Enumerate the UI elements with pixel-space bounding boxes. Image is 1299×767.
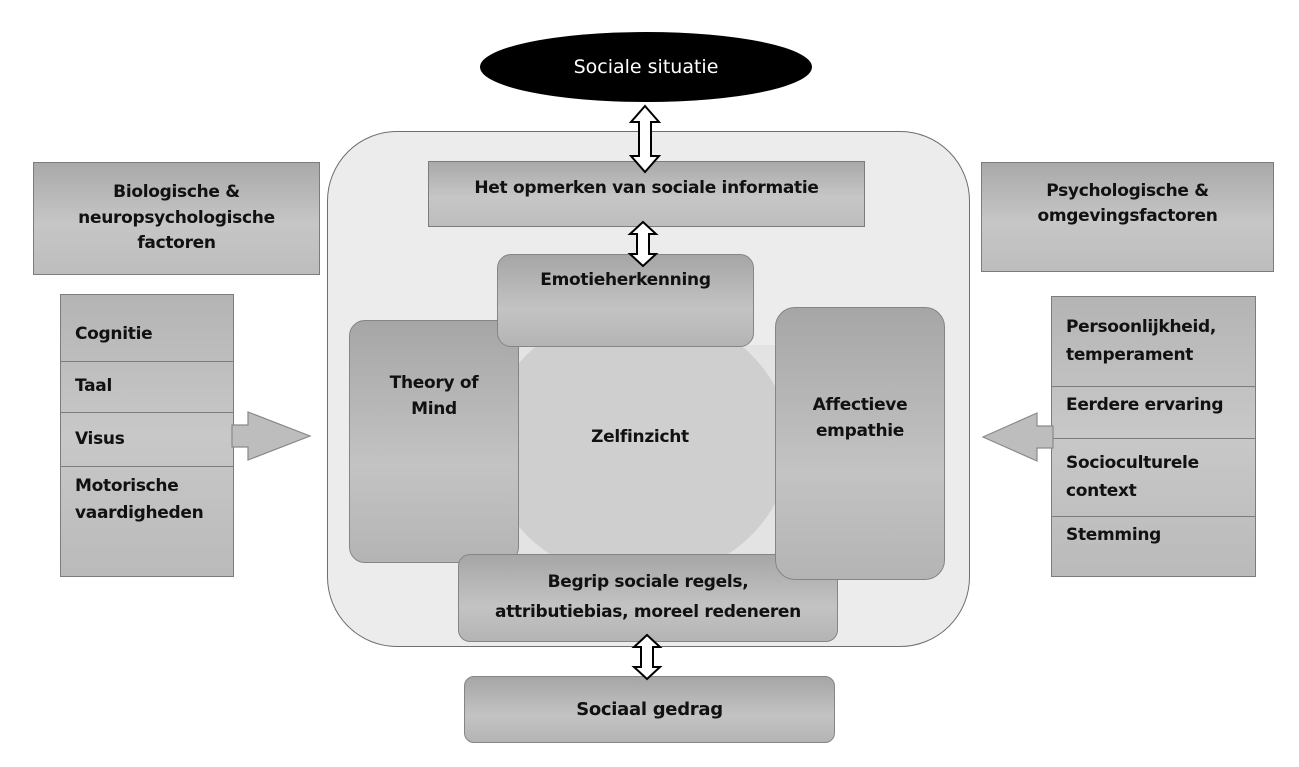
list-item-eerdere-ervaring: Eerdere ervaring — [1052, 387, 1255, 439]
list-item-label: Stemming — [1066, 525, 1162, 545]
double-arrow-icon — [631, 633, 663, 681]
list-item-label: Eerdere ervaring — [1066, 395, 1224, 415]
theory-of-mind-box: Theory of Mind — [349, 320, 519, 563]
double-arrow-icon — [628, 104, 662, 174]
zelfinzicht-label: Zelfinzicht — [591, 427, 689, 448]
sociale-situatie-label: Sociale situatie — [573, 56, 719, 78]
list-item-label: Motorische vaardigheden — [75, 476, 204, 524]
list-item-label: Taal — [75, 376, 112, 397]
list-item-persoonlijkheid: Persoonlijkheid, temperament — [1052, 297, 1255, 387]
list-item-stemming: Stemming — [1052, 517, 1255, 576]
list-item-cognitie: Cognitie — [61, 295, 233, 362]
right-arrow-icon — [231, 411, 312, 461]
sociaal-gedrag-box: Sociaal gedrag — [464, 676, 835, 743]
affectieve-empathie-label: Affectieve empathie — [812, 395, 908, 441]
list-item-visus: Visus — [61, 413, 233, 467]
list-item-label: Visus — [75, 428, 125, 449]
affectieve-empathie-box: Affectieve empathie — [775, 307, 945, 580]
opmerken-sociale-informatie-box: Het opmerken van sociale informatie — [428, 161, 865, 227]
list-item-label: Persoonlijkheid, temperament — [1066, 317, 1217, 365]
psychologische-factoren-box: Psychologische & omgevingsfactoren — [981, 162, 1274, 272]
opmerken-label: Het opmerken van sociale informatie — [474, 178, 819, 199]
left-arrow-icon — [981, 412, 1054, 462]
double-arrow-icon — [627, 220, 659, 268]
emotieherkenning-box: Emotieherkenning — [497, 254, 754, 347]
psychologische-factoren-label: Psychologische & omgevingsfactoren — [1037, 180, 1218, 227]
biologische-factoren-list: Cognitie Taal Visus Motorische vaardighe… — [60, 294, 234, 577]
psychologische-factoren-list: Persoonlijkheid, temperament Eerdere erv… — [1051, 296, 1256, 577]
list-item-motorische-vaardigheden: Motorische vaardigheden — [61, 467, 233, 575]
list-item-socioculturele-context: Socioculturele context — [1052, 439, 1255, 517]
biologische-factoren-label: Biologische & neuropsychologische factor… — [78, 182, 275, 254]
begrip-sociale-regels-box: Begrip sociale regels, attributiebias, m… — [458, 554, 838, 642]
list-item-label: Socioculturele context — [1066, 453, 1199, 501]
list-item-label: Cognitie — [75, 324, 153, 345]
zelfinzicht-label-wrap: Zelfinzicht — [540, 420, 740, 456]
begrip-sociale-regels-label: Begrip sociale regels, attributiebias, m… — [495, 572, 801, 622]
sociaal-gedrag-label: Sociaal gedrag — [576, 699, 723, 720]
sociale-situatie-node: Sociale situatie — [480, 32, 812, 102]
emotieherkenning-label: Emotieherkenning — [540, 269, 711, 290]
list-item-taal: Taal — [61, 362, 233, 413]
theory-of-mind-label: Theory of Mind — [389, 373, 479, 419]
zelfinzicht-circle — [488, 310, 790, 580]
biologische-factoren-box: Biologische & neuropsychologische factor… — [33, 162, 320, 275]
